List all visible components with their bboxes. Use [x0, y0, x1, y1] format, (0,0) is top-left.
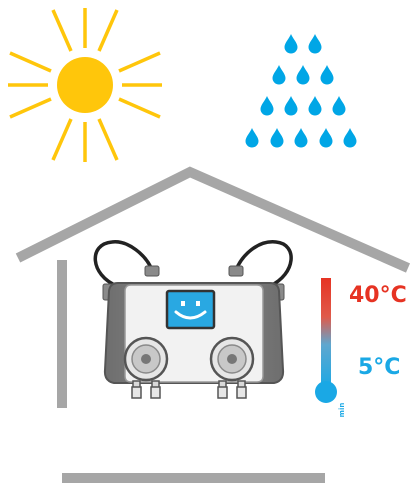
- pump-head-left: [125, 338, 167, 398]
- max-temperature-label: 40°C: [349, 285, 407, 307]
- raindrop-icon: [309, 96, 322, 116]
- raindrop-icon: [295, 128, 308, 148]
- raindrop-icon: [285, 34, 298, 54]
- display-screen: [167, 291, 214, 328]
- raindrops-icon: [246, 34, 357, 148]
- raindrop-icon: [344, 128, 357, 148]
- raindrop-icon: [297, 65, 310, 85]
- raindrop-icon: [320, 128, 333, 148]
- raindrop-icon: [333, 96, 346, 116]
- peristaltic-pump-icon: [95, 242, 291, 398]
- thermometer-icon: [315, 278, 337, 403]
- raindrop-icon: [285, 96, 298, 116]
- raindrop-icon: [261, 96, 274, 116]
- min-temperature-label: 5°C: [358, 357, 400, 379]
- raindrop-icon: [271, 128, 284, 148]
- pump-head-right: [211, 338, 253, 398]
- raindrop-icon: [246, 128, 259, 148]
- raindrop-icon: [273, 65, 286, 85]
- raindrop-icon: [309, 34, 322, 54]
- sun-icon: [8, 8, 162, 162]
- raindrop-icon: [321, 65, 334, 85]
- min-marker-label: min: [337, 398, 347, 422]
